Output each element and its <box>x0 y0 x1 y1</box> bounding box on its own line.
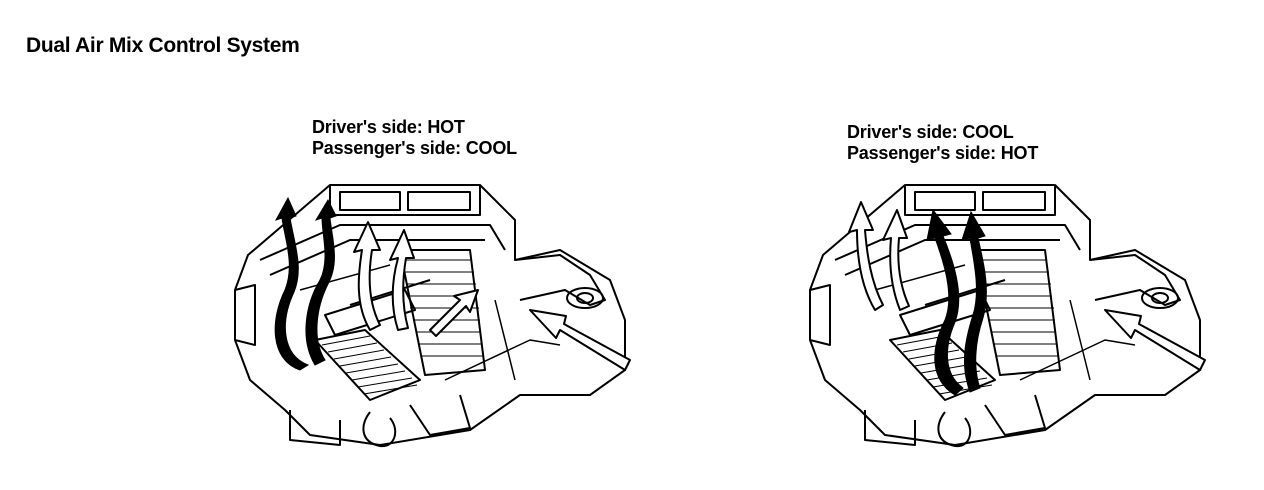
caption-left: Driver's side: HOT Passenger's side: COO… <box>312 117 517 159</box>
caption-right: Driver's side: COOL Passenger's side: HO… <box>847 122 1038 164</box>
caption-left-driver: Driver's side: HOT <box>312 117 465 137</box>
heater-unit-right <box>809 184 1206 448</box>
page-title: Dual Air Mix Control System <box>26 34 300 57</box>
caption-left-passenger: Passenger's side: COOL <box>312 138 517 158</box>
caption-right-driver: Driver's side: COOL <box>847 122 1014 142</box>
caption-right-passenger: Passenger's side: HOT <box>847 143 1039 163</box>
heater-unit-left <box>234 184 631 448</box>
